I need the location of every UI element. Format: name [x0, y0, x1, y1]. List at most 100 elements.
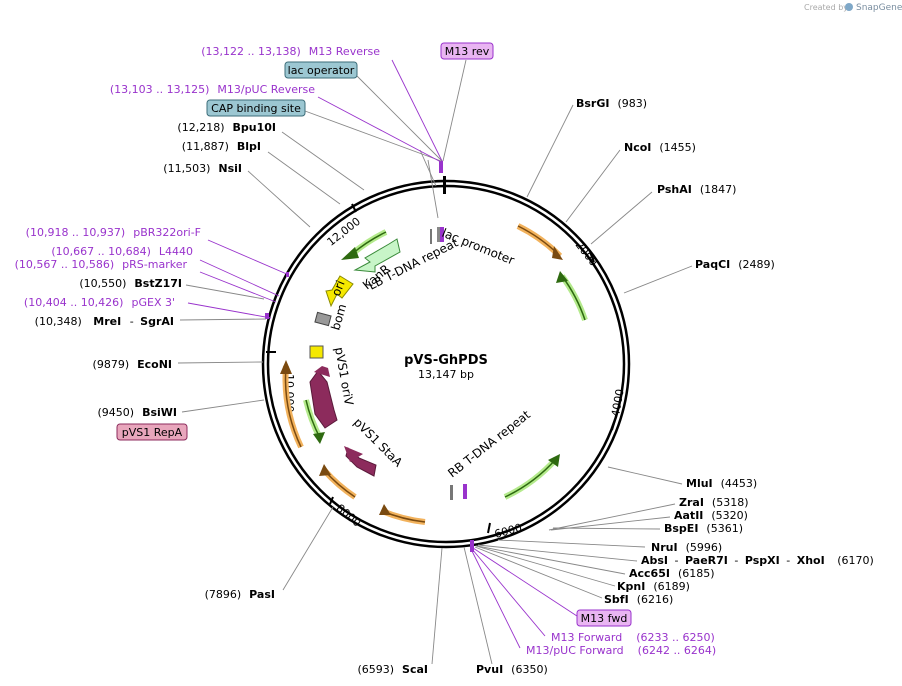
enzyme-econi[interactable]: (9879)EcoNI [93, 358, 172, 371]
bom-box [314, 311, 332, 327]
primer-m13-reverse[interactable]: (13,122 .. 13,138)M13 Reverse [201, 45, 380, 58]
box-lac-operator[interactable] [284, 61, 358, 79]
leader-m13-fwd [472, 547, 581, 619]
lb-repeat-mark [437, 227, 440, 242]
tick-2000 [589, 251, 595, 263]
feature-orange-4-head [280, 360, 292, 374]
enzyme-bspei[interactable]: BspEI(5361) [664, 522, 743, 535]
enzyme-zrai[interactable]: ZraI(5318) [679, 496, 749, 509]
leader-lb-1 [419, 149, 437, 187]
feature-green-2-head [548, 454, 560, 467]
leader-bpu10i [281, 131, 365, 191]
leader-pgex [187, 302, 272, 319]
tick-label-12000: 12,000 [325, 215, 363, 249]
enzyme-bsiwi[interactable]: (9450)BsiWI [97, 406, 177, 419]
snapgene-logo-icon [845, 3, 853, 11]
pvs1-staa-arrow-head [344, 446, 363, 462]
tick-12000 [351, 203, 357, 213]
leader-ncoi [565, 149, 621, 223]
leader-mlui [607, 466, 683, 485]
enzyme-nsii[interactable]: (11,503)NsiI [163, 162, 242, 175]
leader-m13-puc-forward [470, 548, 521, 649]
enzyme-mlui[interactable]: MluI(4453) [686, 477, 757, 490]
pvs1-oriv-box [309, 345, 324, 359]
leader-lb-2 [427, 159, 439, 219]
feature-green-1 [559, 274, 588, 322]
label-pvs1-oriv: pVS1 oriV [332, 346, 356, 407]
features [280, 223, 588, 525]
leader-nsii [247, 170, 311, 228]
enzyme-labels-right: BsrGI(983) NcoI(1455) PshAI(1847) PaqCI(… [476, 97, 874, 676]
leader-scai [431, 547, 443, 665]
primer-prs-marker[interactable]: (10,567 .. 10,586)pRS-marker [15, 258, 188, 271]
rb-primer-mark [463, 484, 467, 499]
primer-m13-puc-forward[interactable]: M13/pUC Forward(6242 .. 6264) [526, 644, 716, 657]
ori-arrow [325, 275, 354, 308]
watermark-brand: SnapGene [856, 3, 902, 13]
enzyme-pvui[interactable]: PvuI(6350) [476, 663, 548, 676]
leader-sbfi [474, 546, 603, 599]
primer-labels-right: M13 Forward(6233 .. 6250) M13/pUC Forwar… [526, 631, 716, 657]
leader-paqci [623, 265, 693, 294]
primer-leader-lines [187, 59, 581, 649]
enzyme-nrui[interactable]: NruI(5996) [651, 541, 722, 554]
enzyme-group-absi[interactable]: AbsI - PaeR7I - PspXI - XhoI (6170) [641, 554, 874, 567]
leader-pasi [282, 506, 334, 591]
primer-pgex-3[interactable]: (10,404 .. 10,426)pGEX 3' [24, 296, 175, 309]
leader-cap [304, 110, 442, 162]
label-rb-repeat: RB T-DNA repeat [445, 407, 533, 480]
enzyme-ncoi[interactable]: NcoI(1455) [624, 141, 696, 154]
enzyme-bpu10i[interactable]: (12,218)Bpu10I [177, 121, 276, 134]
box-m13-rev-label: M13 rev [445, 45, 490, 58]
box-lac-operator-label: lac operator [288, 64, 355, 77]
feature-green-4-head [341, 247, 359, 260]
box-cap-binding-site[interactable] [206, 99, 306, 117]
leader-lac-operator [356, 75, 443, 162]
m13-fwd-site [470, 540, 474, 552]
primer-pbr322ori-f[interactable]: (10,918 .. 10,937)pBR322ori-F [26, 226, 201, 239]
leader-bspei [552, 527, 661, 530]
enzyme-bstz17i[interactable]: (10,550)BstZ17I [79, 277, 182, 290]
enzyme-kpni[interactable]: KpnI(6189) [617, 580, 690, 593]
box-m13-fwd-label: M13 fwd [581, 612, 628, 625]
plasmid-length: 13,147 bp [418, 368, 474, 381]
kanr-arrow [353, 238, 401, 273]
enzyme-blpi[interactable]: (11,887)BlpI [182, 140, 261, 153]
tick-4000 [611, 419, 616, 431]
leader-m13-forward [471, 548, 546, 637]
primer-m13-forward[interactable]: M13 Forward(6233 .. 6250) [551, 631, 715, 644]
box-m13-fwd[interactable] [576, 609, 632, 627]
primer-l4440[interactable]: (10,667 .. 10,684)L4440 [51, 245, 193, 258]
box-pvs1-repa-label: pVS1 RepA [122, 426, 183, 439]
leader-m13-puc-reverse [317, 96, 442, 163]
leader-bstz17i [185, 284, 265, 300]
enzyme-acc65i[interactable]: Acc65I(6185) [629, 567, 715, 580]
origin-mark [443, 176, 446, 194]
watermark-prefix: Created by [804, 3, 848, 12]
primer-m13-puc-reverse[interactable]: (13,103 .. 13,125)M13/pUC Reverse [110, 83, 315, 96]
enzyme-aatii[interactable]: AatII(5320) [674, 509, 748, 522]
tick-label-6000: 6000 [493, 521, 523, 541]
plasmid-name: pVS-GhPDS [404, 353, 488, 368]
enzyme-pair-mrei[interactable]: (10,348) MreI - SgrAI [35, 315, 174, 328]
enzyme-pasi[interactable]: (7896)PasI [205, 588, 275, 601]
leader-bsrgi [526, 104, 574, 198]
enzyme-labels-left: (12,218)Bpu10I (11,887)BlpI (11,503)NsiI… [35, 121, 428, 676]
leader-absi [477, 544, 638, 562]
leader-m13-reverse [391, 59, 443, 162]
enzyme-sbfi[interactable]: SbfI(6216) [604, 593, 673, 606]
pgex-site [265, 313, 269, 319]
enzyme-pshai[interactable]: PshAI(1847) [657, 183, 736, 196]
leader-pvui [463, 546, 493, 665]
enzyme-scai[interactable]: (6593)ScaI [357, 663, 428, 676]
enzyme-paqci[interactable]: PaqCI(2489) [695, 258, 775, 271]
enzyme-bsrgi[interactable]: BsrGI(983) [576, 97, 647, 110]
box-pvs1-repa[interactable] [116, 423, 188, 441]
box-m13-rev[interactable] [440, 42, 494, 60]
label-bom: bom [328, 302, 349, 331]
tick-8000 [329, 496, 334, 505]
leader-mrei [179, 318, 267, 321]
leader-econi [177, 361, 264, 364]
leader-blpi [267, 151, 341, 205]
primer-labels-left: (13,122 .. 13,138)M13 Reverse (13,103 ..… [15, 45, 381, 309]
